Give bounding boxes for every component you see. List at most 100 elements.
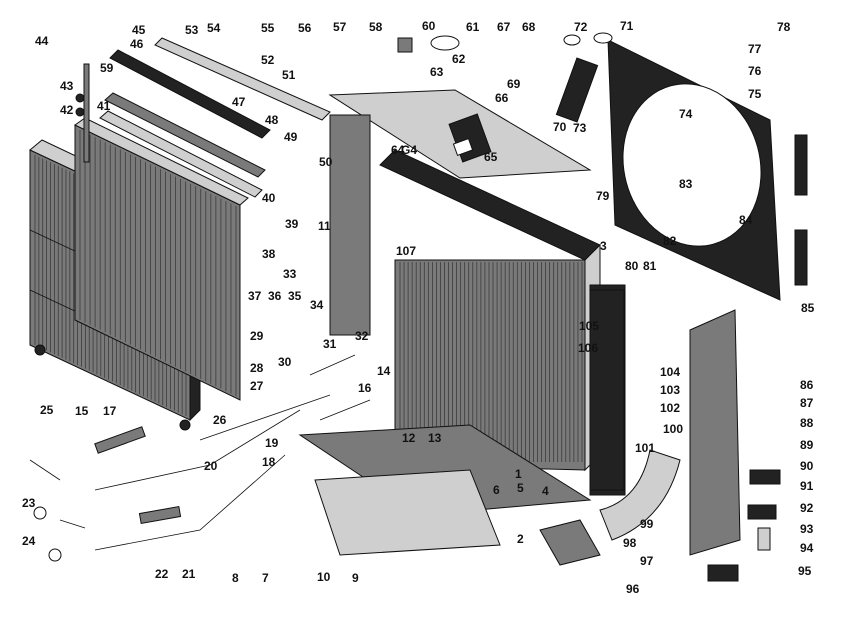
callout-4: 4 — [542, 484, 549, 498]
callout-56: 56 — [298, 21, 312, 35]
callout-61: 61 — [466, 20, 480, 34]
callout-27: 27 — [250, 379, 264, 393]
callout-3: 3 — [600, 239, 607, 253]
callout-107: 107 — [396, 244, 416, 258]
callout-100: 100 — [663, 422, 683, 436]
callout-38: 38 — [262, 247, 276, 261]
callout-30: 30 — [278, 355, 292, 369]
callout-92: 92 — [800, 501, 814, 515]
callout-67: 67 — [497, 20, 511, 34]
callout-78: 78 — [777, 20, 791, 34]
callout-8: 8 — [232, 571, 239, 585]
callout-42: 42 — [60, 103, 74, 117]
callout-59: 59 — [100, 61, 114, 75]
outlet-elbow — [539, 449, 681, 566]
callout-50: 50 — [319, 155, 333, 169]
callout-47: 47 — [232, 95, 246, 109]
callout-11: 11 — [318, 219, 331, 233]
callout-102: 102 — [660, 401, 680, 415]
callout-104: 104 — [660, 365, 680, 379]
callout-90: 90 — [800, 459, 814, 473]
filler-parts — [397, 32, 613, 123]
callout-24: 24 — [22, 534, 36, 548]
callout-71: 71 — [620, 19, 634, 33]
callout-99: 99 — [640, 517, 654, 531]
callout-44: 44 — [35, 34, 49, 48]
callout-105: 105 — [579, 319, 599, 333]
fan-shroud — [589, 39, 808, 491]
callout-94: 94 — [800, 541, 814, 555]
callout-91: 91 — [800, 479, 814, 493]
callout-60: 60 — [422, 19, 436, 33]
upper-tube-bars — [99, 37, 331, 198]
callout-40: 40 — [262, 191, 276, 205]
callout-85: 85 — [801, 301, 815, 315]
callout-46: 46 — [130, 37, 144, 51]
callout-28: 28 — [250, 361, 264, 375]
callout-41: 41 — [97, 99, 111, 113]
callout-14: 14 — [377, 364, 391, 378]
callout-29: 29 — [250, 329, 264, 343]
callout-32: 32 — [355, 329, 369, 343]
pipes-and-hoses — [29, 354, 371, 562]
callout-64: 64 — [391, 143, 405, 157]
callout-101: 101 — [635, 441, 655, 455]
callout-25: 25 — [40, 403, 54, 417]
callout-97: 97 — [640, 554, 654, 568]
callout-98: 98 — [623, 536, 637, 550]
callout-89: 89 — [800, 438, 814, 452]
callout-16: 16 — [358, 381, 372, 395]
callout-79: 79 — [596, 189, 610, 203]
callout-7: 7 — [262, 571, 269, 585]
callout-49: 49 — [284, 130, 298, 144]
callout-75: 75 — [748, 87, 762, 101]
callout-74: 74 — [679, 107, 693, 121]
callout-87: 87 — [800, 396, 814, 410]
callout-13: 13 — [428, 431, 442, 445]
callout-2: 2 — [517, 532, 524, 546]
callout-72: 72 — [574, 20, 588, 34]
callout-73: 73 — [573, 121, 587, 135]
callout-17: 17 — [103, 404, 117, 418]
callout-51: 51 — [282, 68, 296, 82]
callout-36: 36 — [268, 289, 282, 303]
callout-96: 96 — [626, 582, 640, 596]
callout-21: 21 — [182, 567, 196, 581]
callout-82: 82 — [663, 234, 677, 248]
callout-43: 43 — [60, 79, 74, 93]
callout-54: 54 — [207, 21, 221, 35]
callout-84: 84 — [739, 213, 753, 227]
callout-6: 6 — [493, 483, 500, 497]
callout-20: 20 — [204, 459, 218, 473]
callout-58: 58 — [369, 20, 383, 34]
callout-68: 68 — [522, 20, 536, 34]
callout-35: 35 — [288, 289, 302, 303]
callout-57: 57 — [333, 20, 347, 34]
callout-81: 81 — [643, 259, 657, 273]
second-radiator-core — [74, 117, 249, 401]
callout-1: 1 — [515, 467, 522, 481]
callout-83: 83 — [679, 177, 693, 191]
callout-12: 12 — [402, 431, 416, 445]
rod-38 — [75, 63, 90, 163]
callout-80: 80 — [625, 259, 639, 273]
callout-45: 45 — [132, 23, 146, 37]
callout-10: 10 — [317, 570, 331, 584]
callout-26: 26 — [213, 413, 227, 427]
callout-18: 18 — [262, 455, 276, 469]
callout-37: 37 — [248, 289, 262, 303]
callout-66: 66 — [495, 91, 509, 105]
callout-95: 95 — [798, 564, 812, 578]
callout-5: 5 — [517, 481, 524, 495]
callout-77: 77 — [748, 42, 762, 56]
callout-62: 62 — [452, 52, 466, 66]
callout-15: 15 — [75, 404, 89, 418]
callout-39: 39 — [285, 217, 299, 231]
callout-55: 55 — [261, 21, 275, 35]
callout-106: 106 — [578, 341, 598, 355]
callout-76: 76 — [748, 64, 762, 78]
right-brackets — [689, 309, 781, 582]
callout-103: 103 — [660, 383, 680, 397]
